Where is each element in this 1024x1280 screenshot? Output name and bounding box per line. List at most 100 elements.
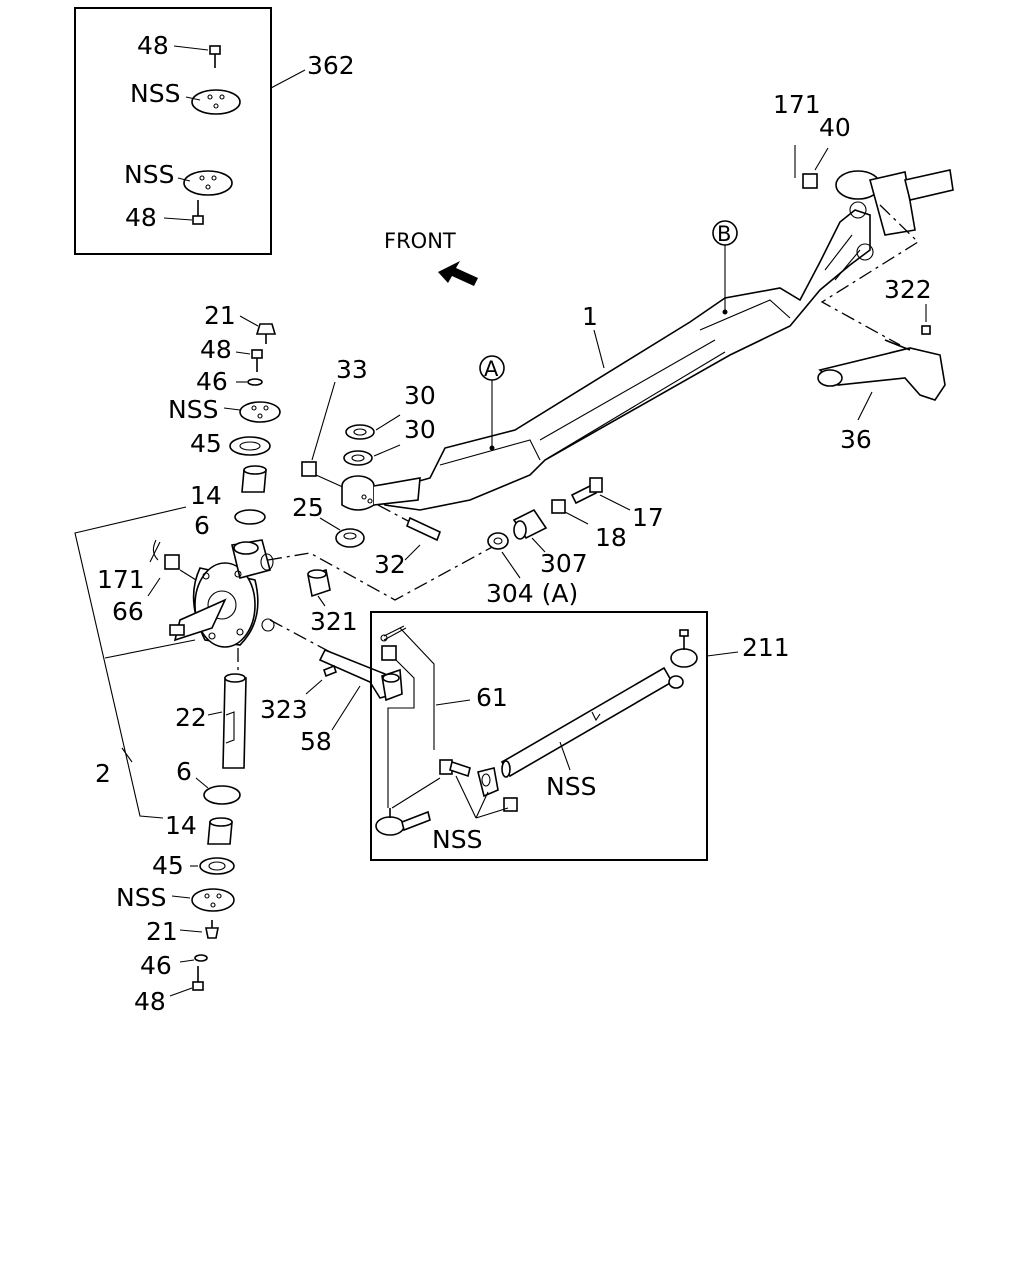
label-36: 36 [840,425,872,454]
washer-46-top [247,378,263,386]
leader-17 [599,494,631,511]
label-17: 17 [632,503,664,532]
bushing-14-bottom [207,817,233,845]
label-2: 2 [95,759,111,788]
leader-6-bottom [195,777,209,789]
label-171-right: 171 [773,90,821,119]
label-323: 323 [260,695,308,724]
nut-33 [301,461,317,477]
leader-18 [564,511,589,525]
leader-211 [706,651,739,657]
label-171-left: 171 [97,565,145,594]
leader-304 [501,551,521,579]
label-30-b: 30 [404,415,436,444]
label-21-bottom: 21 [146,917,178,946]
label-21-top: 21 [204,301,236,330]
label-46-top: 46 [196,367,228,396]
inset-part-cap-bottom [177,170,233,196]
cotter-pin-61 [380,625,407,642]
fitting-307 [512,508,548,540]
leader-40 [814,147,829,171]
dashed-guide-304 [267,544,497,601]
bolt-17 [570,477,603,505]
leader-307 [531,537,546,553]
leader-21-bottom [179,929,203,933]
grease-fitting-21-top [255,323,277,344]
label-1: 1 [582,302,598,331]
clamp [477,767,499,798]
marker-b-label: B [717,222,731,246]
leader-nss-left-bottom [171,895,191,899]
label-66: 66 [112,597,144,626]
label-48-inset-top: 48 [137,31,169,60]
leader-knuckle [179,569,197,581]
label-362: 362 [307,51,355,80]
leader-nss-tube [559,741,571,771]
cotter-pin-171-left [149,539,161,563]
label-33: 33 [336,355,368,384]
label-nss-inset-top: NSS [130,79,180,108]
label-18: 18 [595,523,627,552]
leader-66 [147,577,161,597]
bushing-25 [335,528,365,548]
label-48-inset-bottom: 48 [125,203,157,232]
bracket-2 [74,506,187,819]
label-32: 32 [374,550,406,579]
right-steering-knuckle [794,145,954,261]
bushing-14-top [241,465,267,493]
label-61: 61 [476,683,508,712]
left-steering-knuckle [169,539,275,648]
label-nss-left-bottom: NSS [116,883,166,912]
label-14-top: 14 [190,481,222,510]
leader-30-a [375,414,401,431]
label-58: 58 [300,727,332,756]
washer-46-bottom [194,954,208,962]
bushing-321 [307,568,331,598]
tie-rod-end-right [668,629,698,689]
grease-fitting-21-bottom [205,920,219,939]
tie-rod-arm-58 [318,648,403,702]
leader-48-top [235,351,251,355]
leader-nss-left-top [223,407,241,411]
inset-box-362 [74,7,272,255]
nut-18 [551,499,566,514]
marker-a [479,355,505,451]
label-30-a: 30 [404,381,436,410]
cap-nss-top [239,401,281,423]
label-25: 25 [292,493,324,522]
label-front: FRONT [384,229,456,253]
bracket-61 [387,627,435,808]
leader-362 [270,69,306,89]
clamp-bolt [439,759,471,778]
bolt-48-bottom [192,966,204,991]
label-6-bottom: 6 [176,757,192,786]
label-22: 22 [175,703,207,732]
leader-25 [319,517,341,531]
dashed-guide-36 [820,204,920,346]
leader-nss-clamp [391,775,509,819]
label-nss-left-top: NSS [168,395,218,424]
inset-part-cap-top [185,89,241,115]
tie-rod-tube [500,666,674,778]
pin-32 [377,504,442,542]
marker-a-label: A [484,357,499,381]
label-46-bottom: 46 [140,951,172,980]
inset-part-bolt-bottom [163,200,204,225]
bracket-2-mid [104,639,196,659]
label-6-top: 6 [194,511,210,540]
label-45-top: 45 [190,429,222,458]
washer-30-a [345,424,375,440]
washer-45-top [229,436,271,456]
tie-rod-end-left [375,808,431,836]
label-304: 304 (A) [486,579,578,608]
leader-1 [593,329,605,369]
label-14-bottom: 14 [165,811,197,840]
leader-30-b [373,444,401,457]
leader-22 [207,711,223,716]
tie-rod-inset-box [370,611,708,861]
label-45-bottom: 45 [152,851,184,880]
kingpin-boss [341,475,421,511]
washer-30-b [343,450,373,466]
leader-33 [311,381,336,461]
